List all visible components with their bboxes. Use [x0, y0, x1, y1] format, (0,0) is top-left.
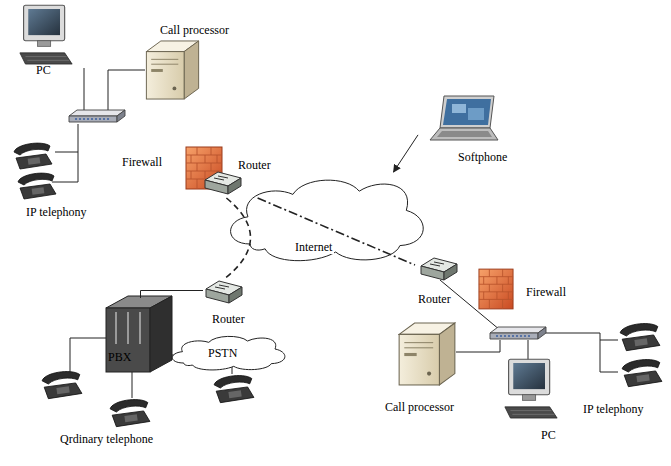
switch-icon [490, 327, 546, 339]
network-link [258, 198, 415, 265]
pc-icon [20, 5, 72, 64]
device-label: Router [212, 312, 245, 326]
device-node: Firewall [472, 268, 582, 313]
laptop-icon [430, 96, 498, 140]
device-label: PC [541, 428, 556, 442]
phone-icon [42, 372, 82, 399]
device-label: Firewall [122, 155, 162, 169]
phone-icon [620, 324, 660, 351]
device-label: PBX [108, 350, 131, 364]
phone-icon [110, 400, 150, 427]
device-node: Qrdinary telephone [35, 362, 255, 452]
phone-icon [622, 360, 662, 387]
device-label: Call processor [160, 23, 229, 37]
device-label: PSTN [208, 346, 237, 360]
device-label: Softphone [458, 150, 507, 164]
device-node: IP telephony [10, 140, 100, 225]
device-label: Router [418, 292, 451, 306]
device-node: Router [203, 158, 281, 198]
phone-icon [18, 173, 56, 199]
router-icon [205, 172, 241, 194]
switch-icon [69, 110, 125, 122]
server-icon [146, 41, 198, 99]
device-label: Firewall [526, 285, 566, 299]
pc-icon [505, 359, 557, 418]
cloud-node: Internet [218, 172, 432, 268]
device-node: Softphone [418, 92, 518, 170]
cloud-node: PSTN [165, 333, 290, 373]
device-label: Internet [293, 240, 334, 254]
device-label: PC [36, 63, 51, 77]
device-node: IP telephony [580, 315, 668, 420]
router-icon [206, 281, 242, 303]
wire [440, 280, 618, 372]
device-node: Router [203, 278, 248, 328]
device-node: Router [415, 254, 465, 309]
device-label: Qrdinary telephone [60, 432, 153, 446]
device-node: PC [18, 5, 73, 80]
device-node: Firewall [120, 146, 225, 192]
server-icon [399, 323, 455, 385]
device-label: IP telephony [26, 205, 87, 219]
device-node: PC [500, 355, 565, 445]
phone-icon [214, 376, 254, 403]
network-link [141, 291, 204, 299]
router-icon [421, 258, 457, 280]
device-label: IP telephony [583, 402, 644, 416]
device-label: Call processor [385, 400, 454, 414]
network-link [393, 135, 418, 172]
pbx-cabinet [106, 296, 172, 372]
device-node: PBX [103, 298, 178, 373]
firewall-icon [479, 269, 513, 309]
phone-icon [14, 143, 52, 169]
device-node: Call processor [380, 318, 495, 418]
device-label: Router [238, 158, 271, 172]
device-node: Call processor [143, 22, 255, 100]
